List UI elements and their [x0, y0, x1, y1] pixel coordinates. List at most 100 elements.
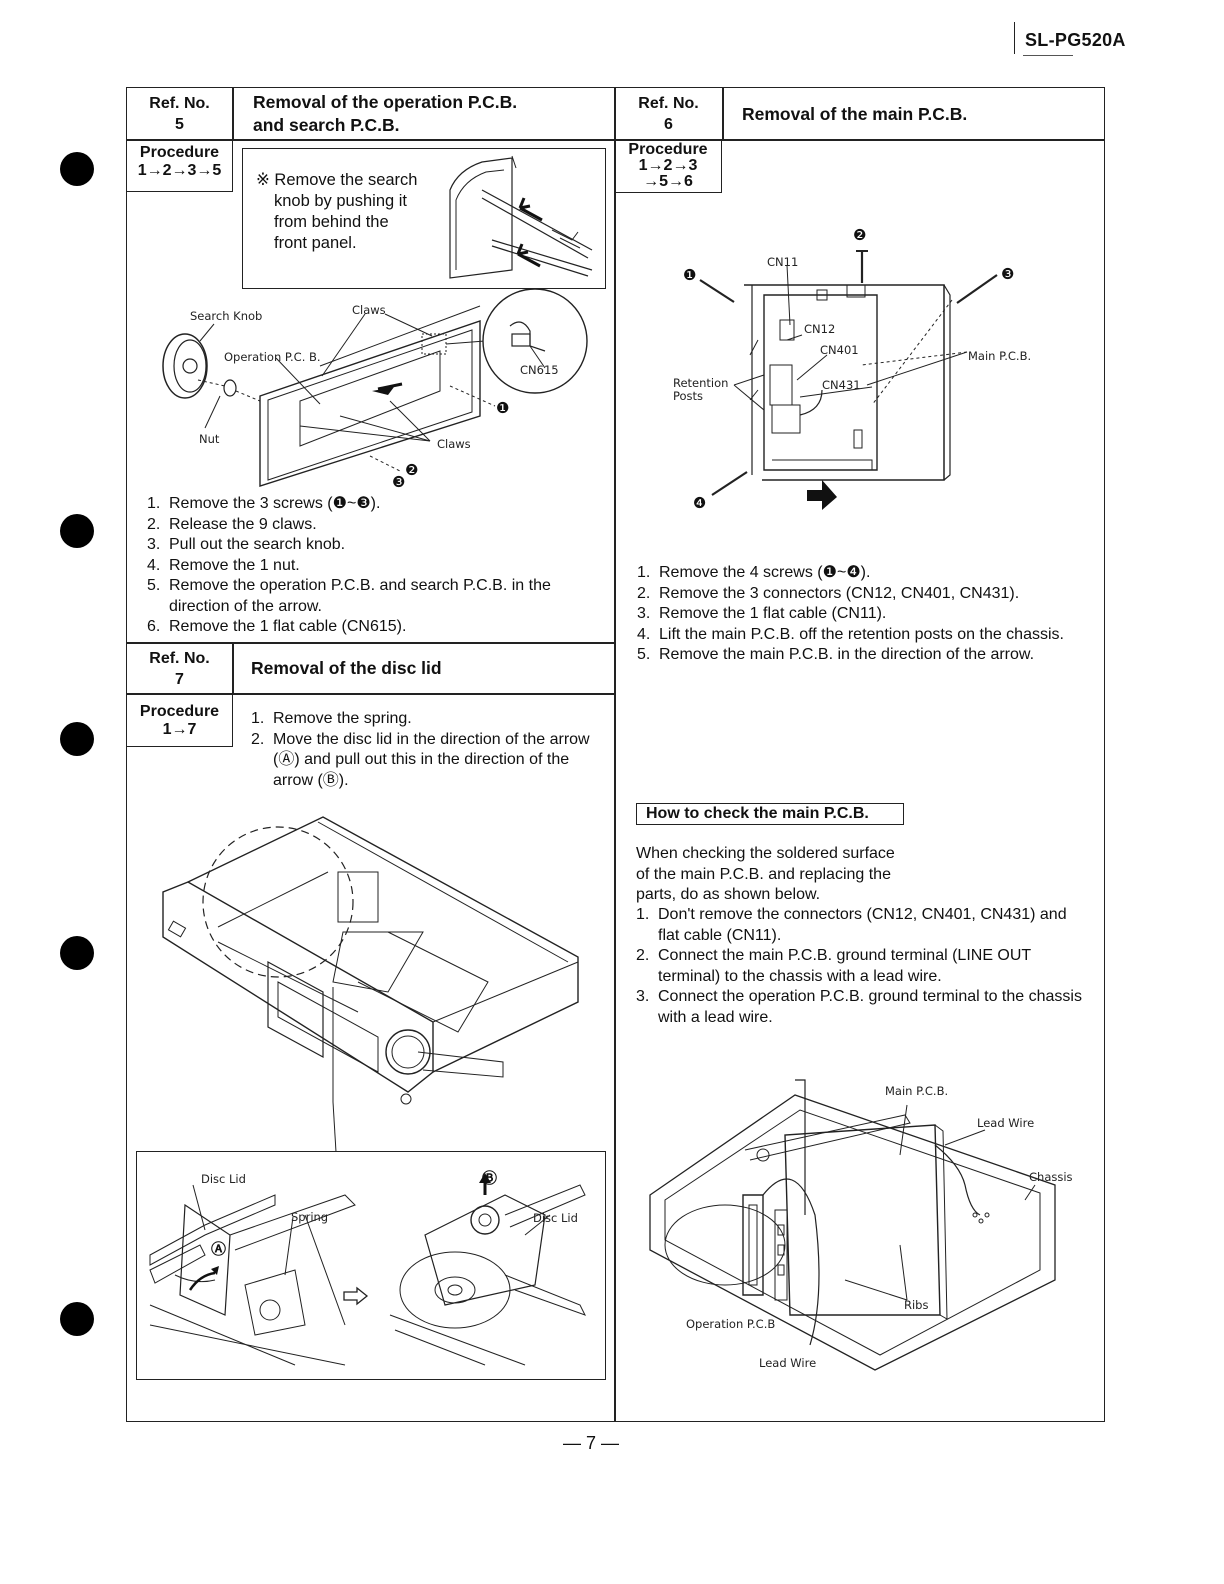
label-disc-lid-1: Disc Lid	[201, 1172, 246, 1186]
check-intro-line1: When checking the soldered surface	[636, 845, 895, 862]
sec6-header-bottom	[614, 139, 1105, 141]
sec6-ref-value: 6	[664, 116, 673, 133]
sec5-ref-number: Ref. No. 5	[127, 93, 232, 135]
sec5-note: ※ Remove the search knob by pushing it f…	[256, 170, 446, 254]
binder-hole-5	[60, 1302, 94, 1336]
label-claws-bottom: Claws	[437, 437, 471, 451]
check-heading: How to check the main P.C.B.	[636, 803, 904, 825]
sec7-step-2: 2.Move the disc lid in the direction of …	[251, 730, 590, 789]
check-main-pcb-illustration	[649, 1079, 1056, 1371]
sec5-step-4: 4.Remove the 1 nut.	[147, 556, 300, 574]
screw-marker-1: ❶	[496, 400, 510, 417]
sec6-steps: 1.Remove the 4 screws (❶~❹). 2.Remove th…	[637, 563, 1077, 666]
label-cn12: CN12	[804, 322, 836, 336]
sec5-procedure-label: Procedure	[139, 144, 220, 161]
label-cn615: CN615	[520, 363, 559, 377]
sec6-procedure-label: Procedure	[628, 141, 708, 158]
sec5-step-3: 3.Pull out the search knob.	[147, 536, 346, 553]
label-spring: Spring	[291, 1210, 329, 1224]
check-step-3: 3.Connect the operation P.C.B. ground te…	[636, 988, 1082, 1026]
sec5-ref-label: Ref. No.	[149, 95, 210, 112]
label-check-lead-wire-top: Lead Wire	[977, 1116, 1035, 1130]
binder-hole-2	[60, 514, 94, 548]
disc-lid-detail-right	[389, 1173, 587, 1366]
label-cn431: CN431	[822, 378, 861, 392]
sec6-procedure-line2: →5→6	[643, 173, 693, 190]
sec6-step-4: 4.Lift the main P.C.B. off the retention…	[637, 625, 1064, 643]
sec6-procedure: Procedure 1→2→3 →5→6	[614, 140, 722, 193]
binder-hole-1	[60, 152, 94, 186]
check-intro-line2: of the main P.C.B. and replacing the	[636, 865, 891, 883]
model-number: SL-PG520A	[1014, 22, 1165, 56]
check-step-2: 2.Connect the main P.C.B. ground termina…	[636, 947, 1031, 985]
label-check-main-pcb: Main P.C.B.	[885, 1084, 949, 1098]
main-pcb-illustration	[699, 250, 998, 510]
sec6-step-5: 5.Remove the main P.C.B. in the directio…	[637, 646, 1035, 663]
sec5-note-line1: ※ Remove the search	[256, 171, 418, 189]
label-claws-top: Claws	[352, 303, 386, 317]
sec5-procedure-steps: 1→2→3→5	[137, 162, 222, 179]
sec5-header-bottom	[126, 139, 614, 141]
label-main-pcb: Main P.C.B.	[968, 349, 1032, 363]
arrow-b-marker: Ⓑ	[482, 1170, 498, 1187]
check-intro: When checking the soldered surface of th…	[636, 844, 1076, 906]
operation-pcb-illustration	[162, 288, 588, 487]
label-nut: Nut	[199, 432, 220, 446]
sec5-ref-divider	[232, 87, 234, 140]
label-operation-pcb: Operation P.C. B.	[224, 350, 321, 364]
sec5-ref-value: 5	[175, 116, 184, 133]
label-check-chassis: Chassis	[1029, 1170, 1073, 1184]
sec7-ref-number: Ref. No. 7	[127, 648, 232, 690]
sec5-step-2: 2.Release the 9 claws.	[147, 515, 317, 533]
sec7-header-bottom	[126, 693, 614, 695]
label-check-ribs: Ribs	[904, 1298, 929, 1312]
search-knob-removal-illustration	[449, 155, 593, 279]
sec7-procedure: Procedure 1→7	[126, 694, 233, 747]
next-step-arrow-icon	[343, 1286, 369, 1306]
disc-lid-detail-box	[136, 1151, 606, 1380]
sec5-steps: 1.Remove the 3 screws (❶~❸). 2.Release t…	[147, 494, 587, 638]
sec7-procedure-steps: 1→7	[162, 721, 197, 738]
sec6-ref-number: Ref. No. 6	[615, 93, 722, 135]
sec5-note-line2: knob by pushing it	[274, 192, 408, 210]
sec6-step-3: 3.Remove the 1 flat cable (CN11).	[637, 605, 887, 622]
label-disc-lid-2: Disc Lid	[533, 1211, 578, 1225]
sec5-note-line4: front panel.	[274, 234, 357, 252]
sec6-title: Removal of the main P.C.B.	[742, 104, 968, 124]
sec6-screw-marker-1: ❶	[683, 267, 697, 284]
sec7-step-1: 1.Remove the spring.	[251, 710, 412, 727]
column-divider	[614, 87, 616, 1422]
sec5-note-line3: from behind the	[274, 213, 389, 231]
screw-marker-3: ❸	[392, 474, 406, 491]
sec6-screw-marker-2: ❷	[853, 227, 867, 244]
sec6-ref-label: Ref. No.	[638, 95, 699, 112]
sec6-procedure-line1: 1→2→3	[638, 157, 698, 174]
page-number: — 7 —	[562, 1433, 619, 1453]
sec7-ref-label: Ref. No.	[149, 650, 210, 667]
arrow-a-marker: Ⓐ	[211, 1241, 227, 1258]
sec5-step-5: 5.Remove the operation P.C.B. and search…	[147, 577, 551, 615]
sec6-screw-marker-4: ❹	[693, 495, 707, 512]
binder-hole-4	[60, 936, 94, 970]
screw-marker-2: ❷	[405, 462, 419, 479]
sec7-header-top	[126, 642, 614, 644]
check-intro-line3: parts, do as shown below.	[636, 886, 821, 903]
label-check-operation-pcb: Operation P.C.B	[686, 1317, 776, 1331]
sec5-title-line2: and search P.C.B.	[253, 115, 400, 135]
sec7-steps: 1.Remove the spring. 2.Move the disc lid…	[251, 709, 591, 791]
check-step-1: 1.Don't remove the connectors (CN12, CN4…	[636, 906, 1067, 944]
sec7-ref-value: 7	[175, 671, 184, 688]
sec5-title: Removal of the operation P.C.B. and sear…	[253, 91, 603, 137]
model-number-text: SL-PG520A	[1025, 30, 1126, 50]
sec5-procedure: Procedure 1→2→3→5	[126, 140, 233, 192]
page-frame	[126, 87, 1105, 1422]
sec5-step-1: 1.Remove the 3 screws (❶~❸).	[147, 495, 381, 512]
disc-lid-detail-left	[149, 1184, 356, 1366]
sec6-step-2: 2.Remove the 3 connectors (CN12, CN401, …	[637, 584, 1020, 602]
label-cn401: CN401	[820, 343, 859, 357]
label-check-lead-wire-bottom: Lead Wire	[759, 1356, 817, 1370]
sec6-ref-divider	[722, 87, 724, 140]
check-steps: 1.Don't remove the connectors (CN12, CN4…	[636, 905, 1091, 1028]
sec5-title-line1: Removal of the operation P.C.B.	[253, 92, 518, 112]
sec7-procedure-label: Procedure	[139, 703, 220, 720]
